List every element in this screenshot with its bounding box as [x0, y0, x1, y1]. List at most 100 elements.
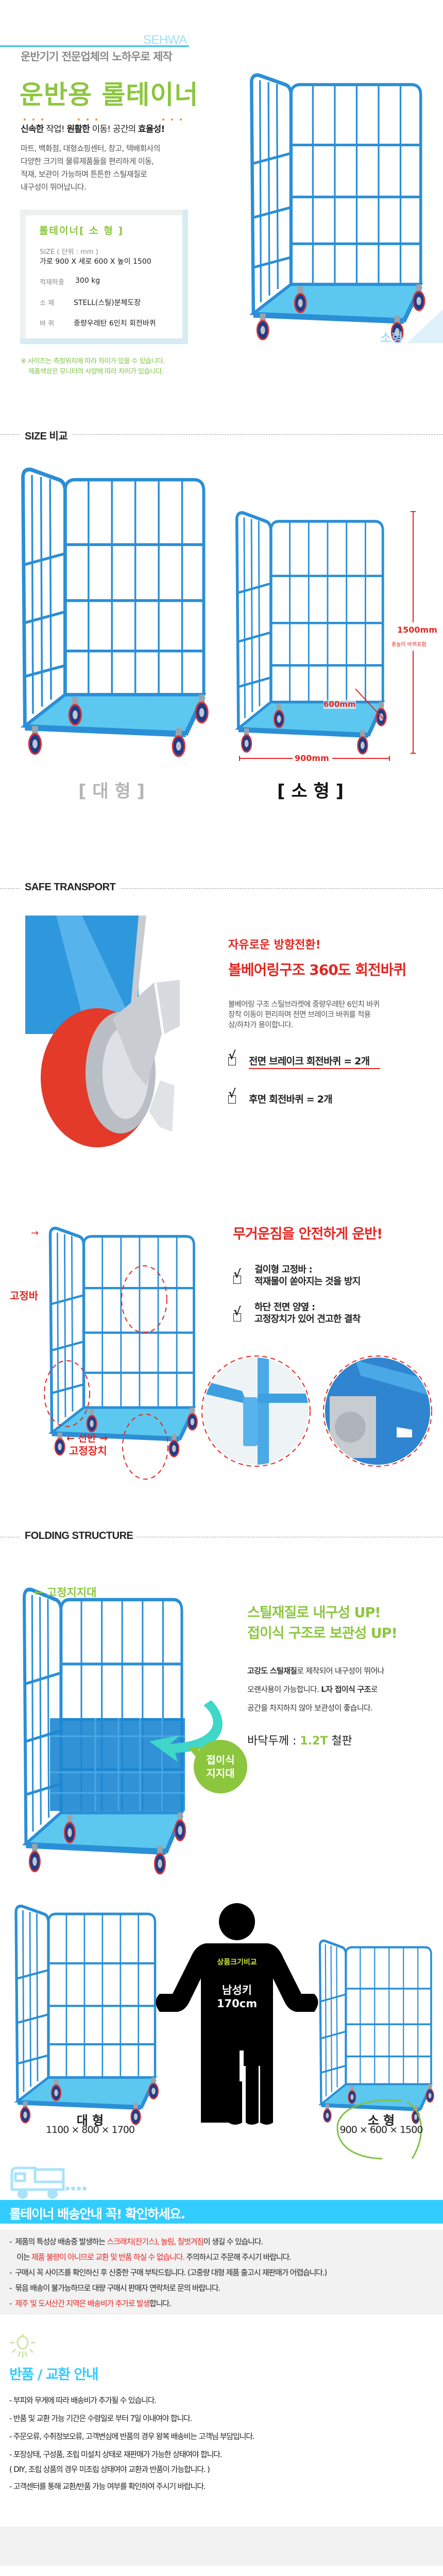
- spec-wheel-value: 중량우레탄 6인치 회전바퀴: [74, 319, 156, 328]
- section-heading-safe: SAFE TRANSPORT: [0, 882, 443, 893]
- tagline: 신속한 작업! 원활한 이동! 공간의 효율성!: [21, 122, 165, 134]
- text-segment: 이 생길 수 있습니다.: [203, 2237, 263, 2246]
- text-segment: - 묶음 배송이 불가능하므로 대량 구매시 판매자 연락처로 문의 바랍니다.: [9, 2283, 220, 2293]
- roll-container-drawing: [14, 1904, 159, 2125]
- returns-item: - 고객센터를 통해 교환/반품 가능 여부를 확인하여 주시기 바랍니다.: [9, 2482, 206, 2491]
- description-line: 공간을 차지하지 않아 보관성이 좋습니다.: [247, 1699, 384, 1717]
- description-line: 상/하차가 용이합니다.: [228, 1021, 293, 1029]
- thickness-value: 1.2T: [300, 1735, 328, 1748]
- delivery-item: - 제품의 특성상 배송중 발생하는 스크래치(잔기스), 눌림, 칠벗겨짐이 …: [9, 2236, 263, 2247]
- callout-lock: 고정장치: [69, 1445, 107, 1457]
- spec-material-value: STELL(스틸)분체도장: [74, 299, 141, 307]
- depth-dimension: 600mm: [323, 700, 356, 709]
- brand-logo: SEHWA: [143, 33, 187, 47]
- delivery-item: - 구매시 꼭 사이즈를 확인하신 후 신중한 구매 부탁드립니다. (고중량 …: [9, 2267, 327, 2278]
- folding-description: 고강도 스틸재질로 제작되어 내구성이 뛰어나 오랜사용이 가능합니다. L자 …: [247, 1662, 384, 1717]
- spec-box: [26, 215, 182, 338]
- cage-wheels: [28, 694, 209, 757]
- bold-text: 고강도 스틸재질: [247, 1666, 297, 1675]
- description-line: 마트, 백화점, 대형쇼핑센터, 창고, 택배회사의: [21, 144, 161, 153]
- text-segment: 공간을 차지하지 않아 보관성이 좋습니다.: [247, 1703, 373, 1713]
- thickness-label: 바닥두께 :: [247, 1735, 300, 1748]
- delivery-item: - 제주 및 도서산간 지역은 배송비가 추가로 발생합니다.: [9, 2298, 172, 2309]
- hero-cage-image: [242, 72, 430, 343]
- person-silhouette: [156, 1903, 318, 2125]
- large-compare-name: 대 형: [76, 2113, 104, 2128]
- spec-material-label: 소 재: [40, 299, 55, 307]
- roll-container-drawing: [318, 1939, 434, 2124]
- small-cage-image: [229, 510, 391, 755]
- cage-side-panel: [318, 1939, 433, 2112]
- large-size-label: [ 대 형 ]: [78, 781, 145, 802]
- bold-text: L자 접이식 구조: [321, 1685, 371, 1694]
- footer-band: [0, 2527, 443, 2566]
- highlight-text: 제품 불량이 아니므로 교환 및 반품 하실 수 없습니다.: [31, 2252, 185, 2262]
- cage-back-panel: [345, 1946, 432, 2084]
- text-segment: 합니다.: [149, 2299, 172, 2308]
- safe-description: 볼베어링 구조 스틸브라켓에 중량우레탄 6인치 바퀴 장착 이동이 편리하며 …: [228, 999, 380, 1030]
- arrow-icon: →: [31, 1228, 39, 1239]
- text-segment: 작업!: [43, 124, 67, 134]
- decorative-triangle: [407, 309, 443, 343]
- large-cage-compare: [8, 1904, 163, 2125]
- cage-wheels: [323, 2084, 434, 2124]
- check-title: 걸이형 고정바 :: [254, 1264, 313, 1275]
- text-segment: 로 제작되어 내구성이 뛰어나: [297, 1666, 384, 1675]
- hero-size-badge: 소형: [380, 331, 403, 345]
- checkbox-icon: [228, 1088, 236, 1104]
- text-segment: 로: [370, 1685, 378, 1694]
- safe-title-2: 볼베어링구조 360도 회전바퀴: [228, 961, 406, 978]
- width-dimension: 900mm: [295, 753, 329, 763]
- folded-panel: [50, 1700, 247, 1811]
- dimension-lines: [239, 511, 416, 761]
- checkbox-icon: [233, 1268, 241, 1284]
- roll-container-drawing: [249, 73, 425, 343]
- cage-side-panel: [235, 511, 385, 738]
- safe-title-1: 자유로운 방향전환!: [228, 939, 321, 952]
- cage-detail-image: [42, 1226, 202, 1458]
- check-lock: 하단 전면 양옆 : 고정장치가 있어 견고한 결착: [254, 1301, 361, 1325]
- returns-title: 반품 / 교환 안내: [9, 2367, 99, 2383]
- description-line: 장착 이동이 편리하며 전면 브레이크 바퀴를 적용: [228, 1011, 371, 1019]
- header-subtitle: 운반기기 전문업체의 노하우로 제작: [21, 50, 173, 63]
- section-title: FOLDING STRUCTURE: [21, 1530, 138, 1542]
- height-note: 총높이 바퀴포함: [391, 642, 427, 648]
- detail-callouts: [44, 1265, 432, 1480]
- cage-floor: [14, 2076, 157, 2108]
- delivery-notice-box: [0, 2230, 443, 2315]
- text-segment: -: [9, 2299, 15, 2308]
- callout-support: ← 고정지지대: [34, 1586, 97, 1599]
- highlight-text: 스크래치(잔기스), 눌림, 칠벗겨짐: [107, 2237, 204, 2246]
- bubble-line: 지지대: [206, 1767, 235, 1780]
- large-compare-dims: 1100 × 800 × 1700: [46, 2124, 135, 2136]
- delivery-banner: 롤테이너 배송안내 꼭! 확인하세요.: [0, 2200, 443, 2224]
- cage-back-panel: [47, 1912, 157, 2078]
- safe2-title: 무거운짐을 안전하게 운반!: [233, 1226, 383, 1242]
- lightbulb-icon: [10, 2334, 35, 2358]
- description-line: 다양한 크기의 물류제품들을 편리하게 이동,: [21, 157, 154, 166]
- color-note: 제품색상은 모니터의 사양에 따라 차이가 있습니다.: [28, 368, 164, 376]
- callout-shelf: ← 선반 →: [66, 1433, 108, 1444]
- thickness-unit: 철판: [328, 1735, 352, 1748]
- text-segment: 이동! 공간의: [89, 124, 138, 134]
- description-line: 적재, 보관이 가능하며 튼튼한 스틸재질로: [21, 170, 147, 179]
- check-rear-wheels: 후면 회전바퀴 = 2개: [249, 1094, 333, 1105]
- bold-text: 신속한: [21, 124, 44, 134]
- spec-load-label: 적재하중: [40, 279, 64, 286]
- cage-back-panel: [289, 83, 422, 284]
- text-segment: - 구매시 꼭 사이즈를 확인하신 후 신중한 구매 부탁드립니다. (고중량 …: [9, 2268, 327, 2277]
- speech-bubble: [194, 1740, 247, 1793]
- delivery-item: 이는 제품 불량이 아니므로 교환 및 반품 하실 수 없습니다. 주의하시고 …: [9, 2251, 292, 2262]
- floor-thickness: 바닥두께 : 1.2T 철판: [247, 1732, 352, 1748]
- returns-item: - 포장상태, 구성품, 조립 미설치 상태로 재판매가 가능한 상태여야 합니…: [9, 2450, 223, 2459]
- returns-item: - 주문오류, 수취정보오류, 고객변심에 반품의 경우 왕복 배송비는 고객님…: [9, 2432, 255, 2441]
- size-note: ※ 사이즈는 측정위치에 따라 차이가 있을 수 있습니다.: [21, 358, 165, 365]
- checkbox-icon: [228, 1049, 236, 1065]
- folding-title-2: 접이식 구조로 보관성 UP!: [247, 1625, 398, 1641]
- spec-size-label: SIZE ( 단위 : mm ): [40, 248, 98, 256]
- person-label: 남성키: [222, 1984, 252, 1996]
- roll-container-drawing: [234, 511, 387, 755]
- roll-container-drawing: [48, 1226, 198, 1458]
- description-line: 고강도 스틸재질로 제작되어 내구성이 뛰어나: [247, 1662, 384, 1680]
- check-title: 하단 전면 양옆 :: [254, 1302, 315, 1313]
